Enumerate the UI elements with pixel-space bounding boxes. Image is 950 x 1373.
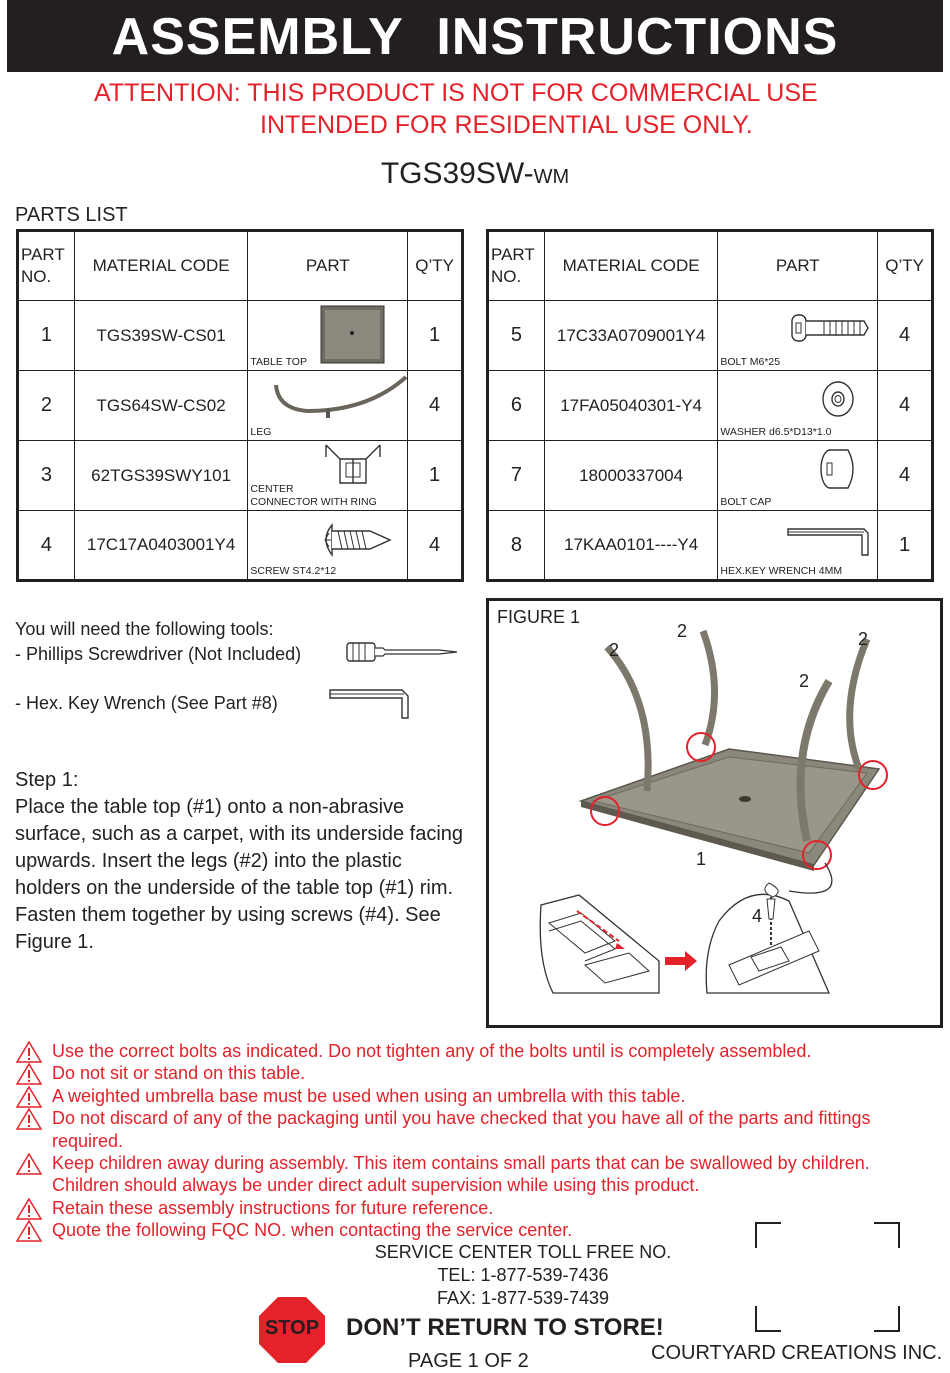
figure-1-title: FIGURE 1 <box>497 607 581 627</box>
hex-key-icon <box>787 528 870 556</box>
bolt-cap-icon <box>820 449 855 489</box>
list-item: Keep children away during assembly. This… <box>16 1152 941 1197</box>
figure-1: FIGURE 1 2 2 2 2 1 4 <box>486 598 943 1028</box>
screw-icon <box>324 523 393 558</box>
attention-line-2: INTENDED FOR RESIDENTIAL USE ONLY. <box>260 111 753 139</box>
list-item: Use the correct bolts as indicated. Do n… <box>16 1040 941 1063</box>
tool-screwdriver: - Phillips Screwdriver (Not Included) <box>15 644 302 664</box>
col-qty: Q’TY <box>407 230 463 301</box>
service-title: SERVICE CENTER TOLL FREE NO. <box>374 1242 672 1262</box>
page-number: PAGE 1 OF 2 <box>408 1350 529 1372</box>
table-top-icon <box>320 305 385 364</box>
service-tel: TEL: 1-877-539-7436 <box>437 1265 609 1285</box>
warning-icon <box>16 1085 42 1108</box>
list-item: Retain these assembly instructions for f… <box>16 1197 941 1220</box>
list-item: A weighted umbrella base must be used wh… <box>16 1085 941 1108</box>
col-material-code: MATERIAL CODE <box>73 230 249 301</box>
screwdriver-icon <box>346 642 458 662</box>
warning-icon <box>16 1108 42 1130</box>
stop-sign-icon <box>259 1297 325 1363</box>
warning-icon <box>16 1153 42 1175</box>
warning-icon <box>16 1197 42 1220</box>
step-1-title: Step 1: <box>15 769 79 791</box>
service-fax: FAX: 1-877-539-7439 <box>436 1288 610 1308</box>
table-row: 6 17FA05040301-Y4 WASHER d6.5*D13*1.0 4 <box>487 370 933 441</box>
bolt-icon <box>791 314 870 342</box>
table-assembly-illustration <box>539 629 888 994</box>
attention-line-1: ATTENTION: THIS PRODUCT IS NOT FOR COMME… <box>94 79 818 107</box>
label-leg: 2 <box>858 629 869 649</box>
label-table-top: 1 <box>696 849 707 869</box>
label-leg: 2 <box>799 671 810 691</box>
parts-list-title: PARTS LIST <box>15 204 128 226</box>
leg-icon <box>274 375 408 418</box>
warnings-list: Use the correct bolts as indicated. Do n… <box>16 1040 941 1242</box>
fqc-corner <box>755 1222 781 1248</box>
fqc-corner <box>874 1306 900 1332</box>
page-title: ASSEMBLY INSTRUCTIONS <box>7 0 943 72</box>
list-item: Quote the following FQC NO. when contact… <box>16 1219 941 1242</box>
label-leg: 2 <box>677 621 688 641</box>
list-item: Do not discard of any of the packaging u… <box>16 1107 941 1152</box>
step-1: Step 1: Place the table top (#1) onto a … <box>15 767 465 956</box>
washer-icon <box>822 381 855 417</box>
table-row: 5 17C33A0709001Y4 BOLT M6*25 4 <box>487 300 933 371</box>
fqc-corner <box>874 1222 900 1248</box>
table-row: 8 17KAA0101----Y4 HEX.KEY WRENCH 4MM 1 <box>487 510 933 581</box>
warning-icon <box>16 1063 42 1086</box>
table-row: 4 17C17A0403001Y4 SCREW ST4.2*12 4 <box>17 510 463 581</box>
warning-icon <box>16 1041 42 1063</box>
model-number: TGS39SW-WM <box>380 157 570 190</box>
tools-intro: You will need the following tools: <box>15 619 274 639</box>
table-row: 7 18000337004 BOLT CAP 4 <box>487 440 933 511</box>
hex-key-tool-icon <box>329 689 409 719</box>
warning-icon <box>16 1220 42 1242</box>
tool-hex-key: - Hex. Key Wrench (See Part #8) <box>15 693 278 713</box>
step-1-text: Place the table top (#1) onto a non-abra… <box>15 796 464 953</box>
company-name: COURTYARD CREATIONS INC. <box>651 1342 943 1364</box>
list-item: Do not sit or stand on this table. <box>16 1062 941 1086</box>
fqc-corner <box>755 1306 781 1332</box>
table-row: 1 TGS39SW-CS01 TABLE TOP 1 <box>17 300 463 371</box>
table-row: 2 TGS64SW-CS02 LEG 4 <box>17 370 463 441</box>
dont-return-text: DON’T RETURN TO STORE! <box>346 1314 664 1341</box>
label-screw: 4 <box>752 906 763 926</box>
stop-sign-text: STOP <box>264 1317 320 1339</box>
center-connector-icon <box>325 444 382 484</box>
label-leg: 2 <box>609 640 620 660</box>
col-part: PART <box>247 230 409 301</box>
